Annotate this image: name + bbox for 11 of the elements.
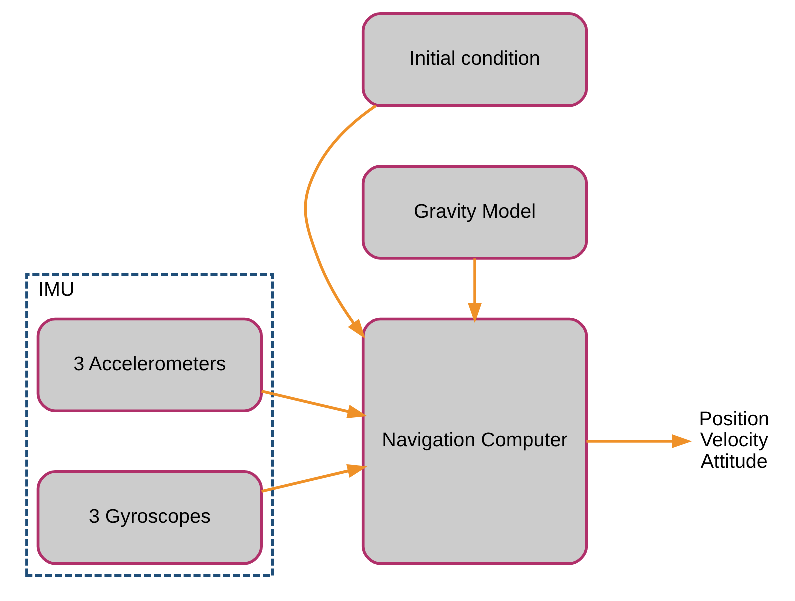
arrow [586, 434, 692, 448]
node-box: 3 Accelerometers [36, 318, 263, 413]
arrow [304, 104, 376, 339]
arrow [468, 258, 482, 324]
node-box: Gravity Model [361, 165, 588, 260]
node-box: Initial condition [361, 12, 588, 108]
node-text: Position Velocity Attitude [698, 408, 770, 473]
arrow [260, 390, 367, 419]
node-box: 3 Gyroscopes [36, 470, 263, 566]
node-box: Navigation Computer [361, 318, 588, 566]
arrow [260, 464, 367, 494]
